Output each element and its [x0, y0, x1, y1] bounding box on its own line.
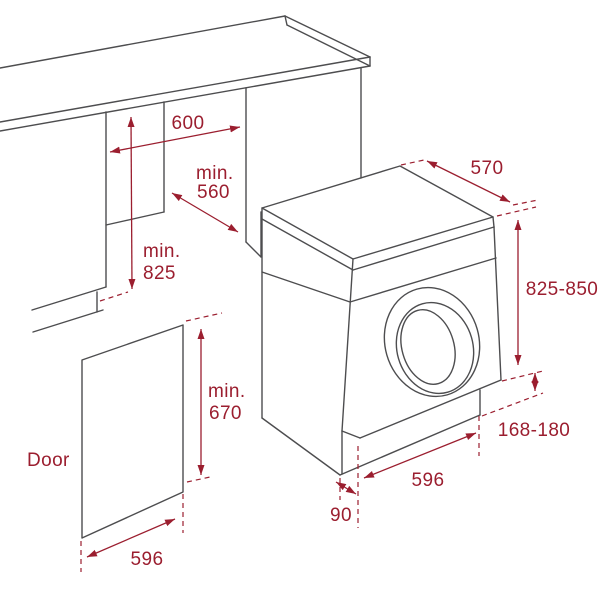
dimension-plinth-height: 168-180	[481, 370, 571, 441]
machine-depth-label: 570	[471, 158, 504, 179]
door-height-prefix-label: min.	[208, 381, 246, 402]
niche-width-label: 600	[172, 113, 205, 134]
plinth-height-label: 168-180	[498, 420, 571, 441]
plinth-recess-label: 90	[330, 505, 352, 526]
door-height-label: 670	[209, 403, 242, 424]
dimension-niche-height: min. 825	[99, 116, 181, 302]
niche-height-prefix-label: min.	[143, 241, 181, 262]
dimension-machine-height: 825-850	[496, 206, 599, 365]
washing-machine	[261, 165, 502, 476]
dimension-niche-depth: min. 560	[171, 163, 239, 233]
door-label-group: Door	[27, 450, 70, 471]
door-width-label: 596	[131, 549, 164, 570]
dimension-machine-depth: 570	[400, 158, 539, 206]
niche-depth-label: 560	[197, 182, 230, 203]
cabinet-niche	[31, 67, 362, 333]
niche-depth-prefix-label: min.	[196, 163, 234, 184]
dimension-door-height: min. 670	[185, 312, 246, 483]
dimension-machine-width: 596	[357, 416, 480, 528]
machine-width-label: 596	[412, 470, 445, 491]
machine-height-label: 825-850	[526, 279, 599, 300]
drum-door	[383, 286, 481, 398]
dimension-door-width: 596	[80, 494, 184, 572]
niche-height-label: 825	[143, 263, 176, 284]
furniture-door-panel	[81, 324, 184, 539]
countertop	[0, 15, 371, 132]
dimension-niche-width: 600	[109, 113, 241, 154]
dimension-plinth-recess: 90	[330, 478, 357, 526]
door-label: Door	[27, 450, 70, 471]
